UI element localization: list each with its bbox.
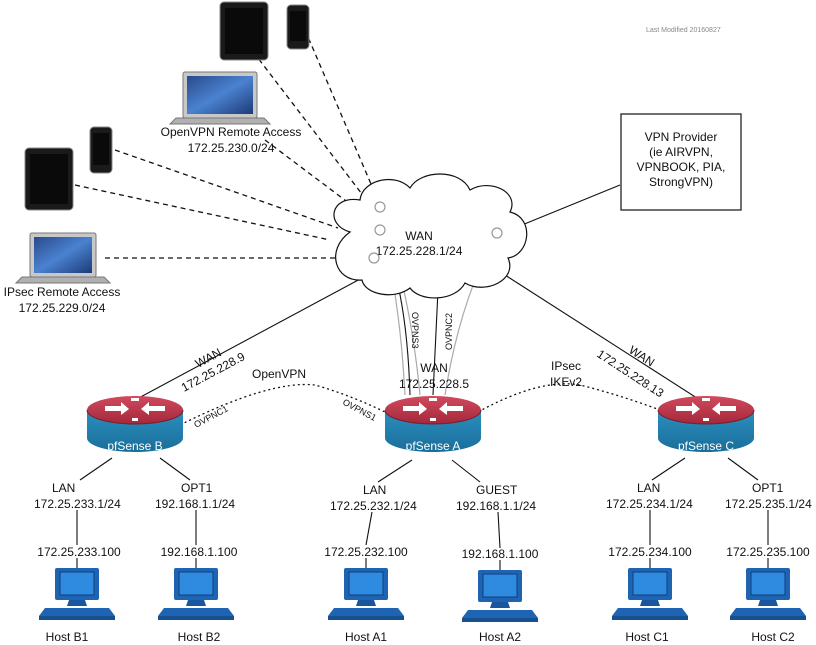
- vpn-provider-line-3: VPNBOOK, PIA,: [637, 160, 726, 174]
- host-c1-name: Host C1: [625, 630, 669, 644]
- last-modified-label: Last Modified 20160827: [646, 27, 721, 34]
- vpn-provider-line-1: VPN Provider: [645, 130, 718, 144]
- host-b2-ip: 192.168.1.100: [161, 545, 238, 559]
- vpn-endpoint-circle: [368, 252, 380, 264]
- wan-links: [134, 184, 701, 401]
- openvpn-remote-subnet: 172.25.230.0/24: [188, 141, 275, 155]
- phone-icon: [89, 126, 113, 174]
- wan-cloud-title: WAN: [405, 229, 433, 243]
- host-a2-ip: 192.168.1.100: [462, 547, 539, 561]
- router-a-name: pfSense A: [406, 439, 461, 453]
- vpn-provider-line-2: (ie AIRVPN,: [649, 145, 713, 159]
- vpn-provider-line-4: StrongVPN): [649, 175, 713, 189]
- c-lan-label: LAN: [637, 481, 660, 495]
- tunnel-label-ovpnc2: OVPNC2: [444, 313, 454, 350]
- host-c1-ip: 172.25.234.100: [608, 545, 692, 559]
- host-a2-name: Host A2: [479, 630, 521, 644]
- a-lan-subnet: 172.25.232.1/24: [330, 499, 417, 513]
- c-opt1-subnet: 172.25.235.1/24: [725, 497, 812, 511]
- wan-cloud-subnet: 172.25.228.1/24: [376, 244, 463, 258]
- ipsec-remote-subnet: 172.25.229.0/24: [19, 301, 106, 315]
- tablet-icon: [24, 147, 74, 211]
- router-a: pfSense A: [384, 395, 482, 453]
- vpn-endpoint-circle: [491, 227, 503, 239]
- host-b1-name: Host B1: [46, 630, 89, 644]
- site-to-site-dotted-links: [179, 383, 661, 426]
- computer-icon: [729, 567, 807, 621]
- host-a1-ip: 172.25.232.100: [324, 545, 408, 559]
- b-lan-label: LAN: [52, 481, 75, 495]
- a-guest-subnet: 192.168.1.1/24: [456, 499, 536, 513]
- computer-icon: [157, 567, 235, 621]
- tunnel-label-openvpn: OpenVPN: [252, 367, 306, 381]
- ipsec-remote-title: IPsec Remote Access: [4, 285, 121, 299]
- a-guest-label: GUEST: [476, 483, 518, 497]
- vpn-provider-box: VPN Provider (ie AIRVPN, VPNBOOK, PIA, S…: [620, 113, 742, 211]
- a-lan-label: LAN: [363, 483, 386, 497]
- tunnel-label-ovpns1: OVPNS1: [341, 397, 378, 423]
- vpn-endpoint-circle: [374, 224, 386, 236]
- tunnel-label-ipsec: IPsec: [551, 359, 581, 373]
- b-opt1-subnet: 192.168.1.1/24: [155, 497, 235, 511]
- host-a1-name: Host A1: [345, 630, 387, 644]
- computer-icon: [461, 569, 539, 623]
- host-b2-name: Host B2: [178, 630, 221, 644]
- router-a-wan-label: WAN: [420, 361, 448, 375]
- computer-icon: [38, 567, 116, 621]
- router-b-name: pfSense B: [107, 439, 162, 453]
- tunnel-label-ovpnc1: OVPNC1: [192, 404, 229, 430]
- router-c-name: pfSense C: [678, 439, 734, 453]
- host-c2-name: Host C2: [751, 630, 795, 644]
- laptop-icon: [14, 232, 112, 284]
- b-lan-subnet: 172.25.233.1/24: [34, 497, 121, 511]
- computer-icon: [611, 567, 689, 621]
- router-a-wan-ip: 172.25.228.5: [399, 377, 469, 391]
- router-b: pfSense B: [86, 395, 184, 453]
- b-opt1-label: OPT1: [181, 481, 213, 495]
- lan-links: [76, 457, 769, 570]
- router-c: pfSense C: [657, 395, 755, 453]
- tunnel-label-ovpns3: OVPNS3: [410, 312, 420, 349]
- tablet-icon: [219, 1, 269, 61]
- vpn-endpoints: [368, 201, 503, 264]
- host-c2-ip: 172.25.235.100: [726, 545, 810, 559]
- c-opt1-label: OPT1: [752, 481, 784, 495]
- openvpn-remote-title: OpenVPN Remote Access: [161, 125, 302, 139]
- c-lan-subnet: 172.25.234.1/24: [606, 497, 693, 511]
- tunnel-label-ikev2: IKEv2: [550, 375, 582, 389]
- host-b1-ip: 172.25.233.100: [37, 545, 121, 559]
- laptop-icon: [168, 71, 272, 125]
- computer-icon: [327, 567, 405, 621]
- phone-icon: [286, 4, 310, 50]
- vpn-endpoint-circle: [374, 201, 386, 213]
